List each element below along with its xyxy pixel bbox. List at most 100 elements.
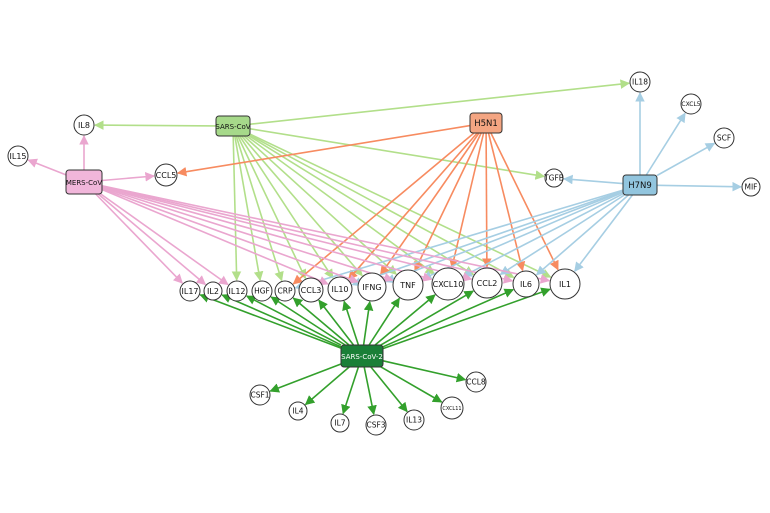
node-label: CXCL10 bbox=[433, 280, 464, 289]
node-label: CSF3 bbox=[366, 421, 385, 430]
node-il18[interactable]: IL18 bbox=[629, 71, 651, 93]
virus-box bbox=[469, 112, 503, 134]
node-circle bbox=[226, 280, 248, 302]
edge-mers-cov-to-il1 bbox=[101, 185, 551, 284]
node-cxcl11[interactable]: CXCL11 bbox=[440, 396, 464, 420]
node-ccl3[interactable]: CCL3 bbox=[298, 277, 324, 303]
node-il10[interactable]: IL10 bbox=[327, 276, 353, 302]
node-ccl5[interactable]: CCL5 bbox=[154, 163, 178, 187]
node-crp[interactable]: CRP bbox=[274, 280, 296, 302]
edge-mers-cov-to-tnf bbox=[101, 186, 394, 283]
node-circle bbox=[471, 267, 503, 299]
virus-node-sars-cov-2[interactable]: SARS-CoV-2 bbox=[340, 344, 384, 368]
virus-box bbox=[340, 344, 384, 368]
node-ifng[interactable]: IFNG bbox=[357, 272, 387, 302]
edge-h5n1-to-il10 bbox=[347, 132, 478, 280]
node-label: IL13 bbox=[406, 416, 422, 425]
node-csf3[interactable]: CSF3 bbox=[365, 414, 387, 436]
node-circle bbox=[357, 272, 387, 302]
node-il4[interactable]: IL4 bbox=[288, 401, 308, 421]
node-circle bbox=[327, 276, 353, 302]
edge-sars-cov-to-tgfb bbox=[249, 128, 546, 180]
virus-node-mers-cov[interactable]: MERS-CoV bbox=[65, 169, 103, 195]
edge-sars-cov-2-to-il10 bbox=[342, 300, 360, 346]
edge-sars-cov-2-to-il1 bbox=[382, 287, 551, 350]
node-label: CCL2 bbox=[477, 279, 498, 288]
virus-box bbox=[622, 174, 658, 196]
edge-sars-cov-to-il18 bbox=[249, 79, 631, 125]
edge-sars-cov-to-ccl2 bbox=[248, 135, 475, 276]
virus-label: H7N9 bbox=[628, 181, 652, 191]
edge-sars-cov-to-hgf bbox=[234, 135, 264, 282]
node-cxcl10[interactable]: CXCL10 bbox=[431, 267, 465, 301]
edge-h7n9-to-tnf bbox=[421, 191, 624, 280]
edge-sars-cov-2-to-ccl3 bbox=[318, 299, 355, 346]
node-circle bbox=[203, 281, 223, 301]
edge-sars-cov-2-to-il17 bbox=[199, 293, 342, 349]
edge-sars-cov-2-to-tnf bbox=[368, 297, 400, 346]
node-circle bbox=[741, 177, 761, 197]
edge-mers-cov-to-il2 bbox=[97, 193, 207, 286]
edge-sars-cov-2-to-il13 bbox=[370, 366, 408, 413]
edge-h7n9-to-ccl2 bbox=[499, 194, 625, 276]
edge-sars-cov-2-to-csf3 bbox=[363, 366, 377, 416]
node-hgf[interactable]: HGF bbox=[251, 280, 273, 302]
node-il6[interactable]: IL6 bbox=[512, 270, 540, 298]
edge-mers-cov-to-cxcl10 bbox=[101, 186, 433, 282]
virus-label: SARS-CoV bbox=[215, 123, 250, 131]
node-il7[interactable]: IL7 bbox=[330, 413, 350, 433]
edge-h5n1-to-ccl5 bbox=[176, 124, 471, 177]
node-label: MIF bbox=[745, 183, 758, 192]
node-ccl2[interactable]: CCL2 bbox=[471, 267, 503, 299]
virus-node-h7n9[interactable]: H7N9 bbox=[622, 174, 658, 196]
edge-h5n1-to-ifng bbox=[379, 132, 480, 276]
node-il12[interactable]: IL12 bbox=[226, 280, 248, 302]
node-circle bbox=[403, 409, 425, 431]
edge-h5n1-to-cxcl10 bbox=[449, 132, 485, 269]
edge-sars-cov-to-tnf bbox=[243, 135, 397, 275]
node-label: CCL5 bbox=[156, 171, 177, 180]
node-circle bbox=[440, 396, 464, 420]
edge-mers-cov-to-il10 bbox=[101, 188, 329, 286]
edge-sars-cov-2-to-il4 bbox=[304, 366, 350, 406]
edge-h7n9-to-cxcl5 bbox=[645, 112, 686, 176]
node-circle bbox=[251, 280, 273, 302]
edge-mers-cov-to-ccl2 bbox=[101, 185, 473, 282]
node-tgfb[interactable]: TGFB bbox=[543, 168, 564, 188]
virus-box bbox=[215, 115, 251, 137]
virus-node-sars-cov[interactable]: SARS-CoV bbox=[215, 115, 251, 137]
node-csf1[interactable]: CSF1 bbox=[249, 384, 271, 406]
node-mif[interactable]: MIF bbox=[741, 177, 761, 197]
edge-sars-cov-to-il6 bbox=[249, 134, 515, 279]
node-circle bbox=[680, 93, 702, 115]
edge-sars-cov-2-to-ccl8 bbox=[382, 360, 467, 383]
node-il17[interactable]: IL17 bbox=[179, 280, 201, 302]
node-scf[interactable]: SCF bbox=[713, 127, 735, 149]
edge-mers-cov-to-il17 bbox=[95, 193, 183, 284]
node-circle bbox=[73, 114, 95, 136]
node-label: IL1 bbox=[559, 280, 571, 289]
node-label: IL12 bbox=[229, 287, 246, 296]
node-il2[interactable]: IL2 bbox=[203, 281, 223, 301]
node-label: CCL3 bbox=[301, 286, 322, 295]
virus-label: MERS-CoV bbox=[66, 179, 102, 187]
node-ccl8[interactable]: CCL8 bbox=[465, 371, 487, 393]
node-label: IL2 bbox=[207, 287, 219, 296]
node-cxcl5[interactable]: CXCL5 bbox=[680, 93, 702, 115]
node-tnf[interactable]: TNF bbox=[392, 269, 424, 301]
edge-h7n9-to-cxcl10 bbox=[462, 193, 624, 277]
node-il13[interactable]: IL13 bbox=[403, 409, 425, 431]
node-il1[interactable]: IL1 bbox=[549, 268, 581, 300]
node-label: IFNG bbox=[362, 283, 381, 292]
edge-sars-cov-2-to-ifng bbox=[362, 300, 374, 346]
node-label: CXCL5 bbox=[681, 101, 700, 108]
edge-mers-cov-to-il12 bbox=[100, 193, 229, 286]
node-il8[interactable]: IL8 bbox=[73, 114, 95, 136]
node-circle bbox=[629, 71, 651, 93]
virus-node-h5n1[interactable]: H5N1 bbox=[469, 112, 503, 134]
node-label: IL8 bbox=[78, 121, 90, 130]
edge-sars-cov-to-ccl3 bbox=[237, 135, 307, 280]
node-label: IL10 bbox=[332, 285, 349, 294]
node-il15[interactable]: IL15 bbox=[7, 145, 29, 167]
